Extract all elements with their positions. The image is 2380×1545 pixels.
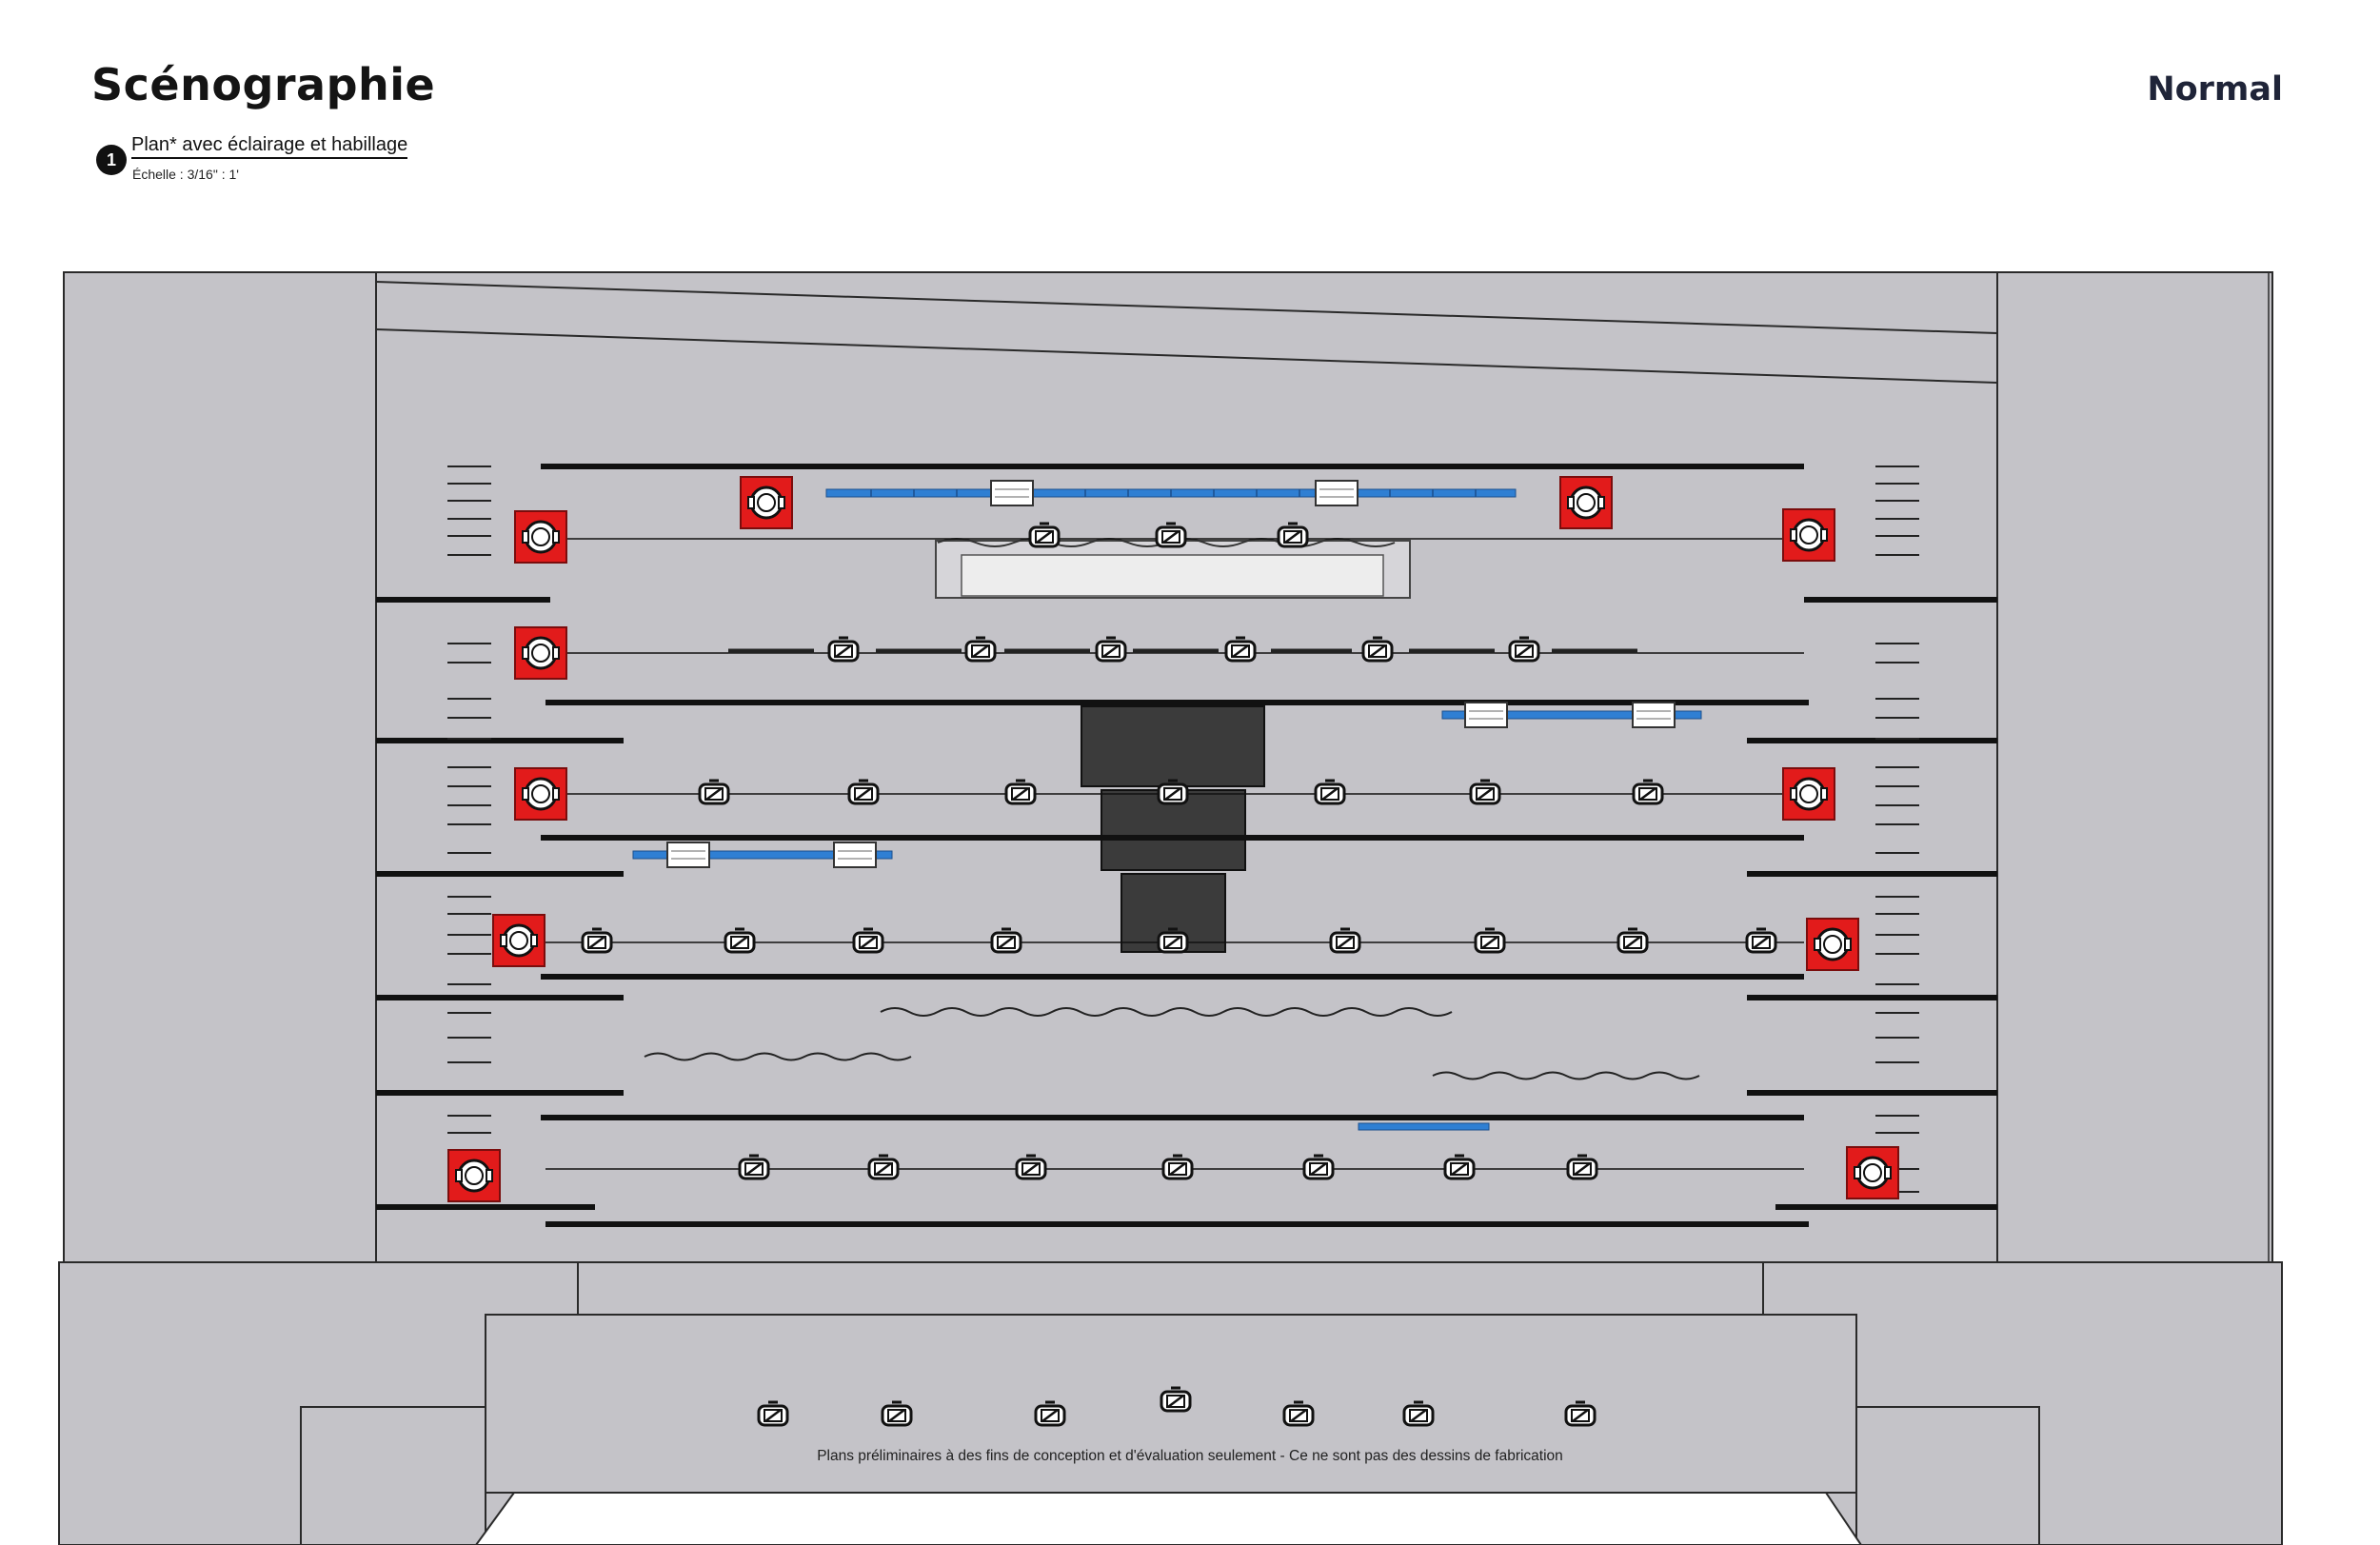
curtain-tracks bbox=[632, 480, 1702, 1131]
center-platforms bbox=[1081, 705, 1265, 953]
brand-logo: Normal bbox=[2147, 70, 2283, 109]
page-title: Scénographie bbox=[91, 59, 436, 110]
wavy-drapes bbox=[644, 1007, 1700, 1080]
pit-structure bbox=[935, 538, 1411, 599]
view-scale: Échelle : 3/16" : 1' bbox=[132, 167, 239, 182]
masking-legs bbox=[376, 464, 1997, 1227]
view-title[interactable]: Plan* avec éclairage et habillage bbox=[131, 134, 408, 159]
disclaimer-note: Plans préliminaires à des fins de concep… bbox=[817, 1448, 1563, 1464]
view-number-badge: 1 bbox=[96, 145, 127, 175]
